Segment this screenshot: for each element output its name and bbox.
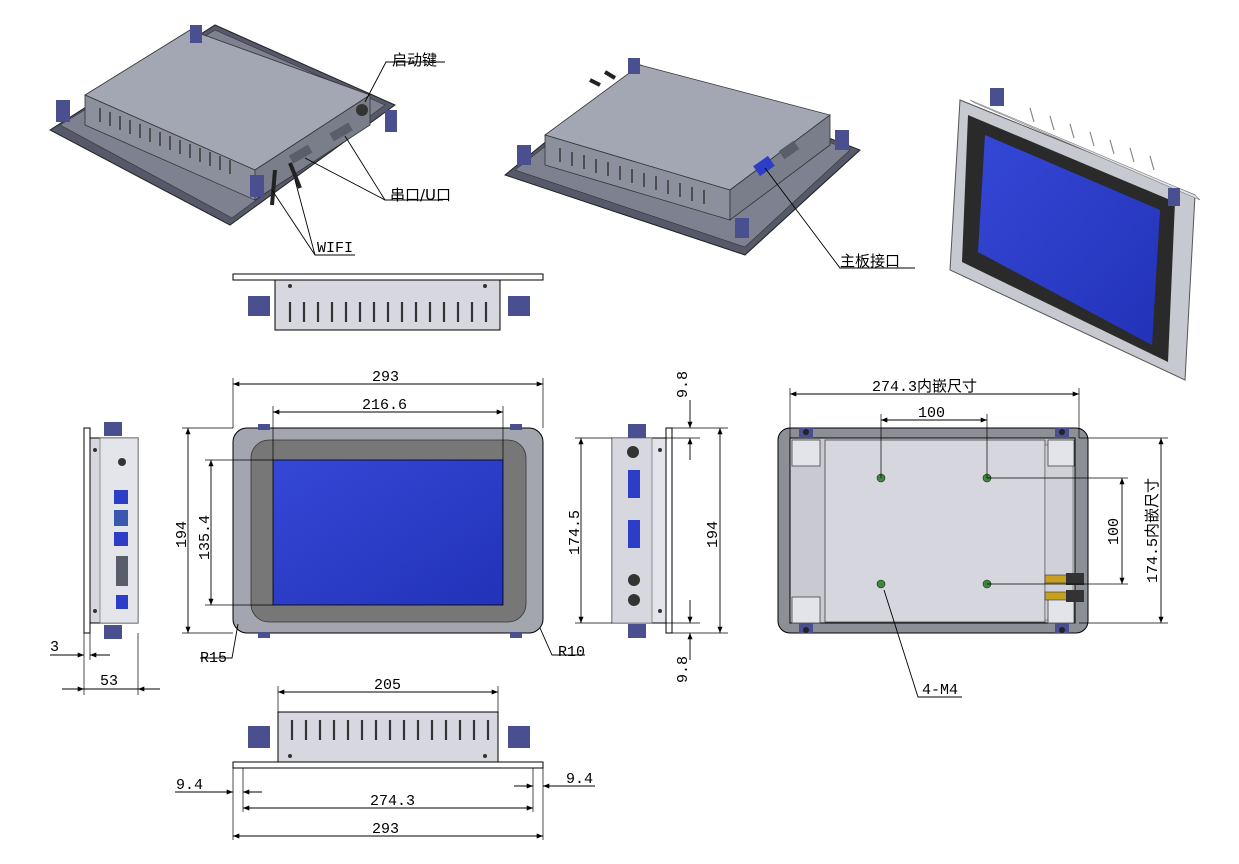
right-height-dim: 194 (705, 521, 722, 548)
front-view (232, 424, 544, 638)
right-side-view (611, 424, 673, 638)
right-offset-dim: 9.4 (566, 771, 593, 788)
left-offset-dim: 9.4 (176, 777, 203, 794)
hole-v-spacing-dim: 100 (1106, 518, 1123, 545)
radius-left-label: R15 (200, 650, 227, 667)
mount-holes-callout: 4-M4 (922, 682, 958, 699)
top-view (232, 273, 544, 331)
bottom-view (232, 711, 544, 769)
iso-view-rear-right (503, 58, 861, 256)
start-key-callout: 启动键 (392, 51, 437, 69)
bottom-gap-dim: 9.8 (675, 656, 692, 683)
cutout-width-dim: 274.3 (370, 793, 415, 810)
front-height-dim: 194 (174, 521, 191, 548)
serial-usb-callout: 串口/U口 (390, 186, 451, 204)
mainboard-callout: 主板接口 (840, 252, 900, 270)
back-view (777, 427, 1089, 634)
cutout-height-label: 174.5内嵌尺寸 (1144, 478, 1162, 583)
flange-dim: 3 (50, 639, 59, 656)
front-width-dim: 293 (372, 369, 399, 386)
hole-h-spacing-dim: 100 (918, 405, 945, 422)
radius-right-label: R10 (558, 644, 585, 661)
depth-dim: 53 (100, 673, 118, 690)
top-gap-dim: 9.8 (675, 371, 692, 398)
iso-view-front (949, 88, 1201, 381)
inner-height-dim: 174.5 (567, 510, 584, 555)
total-width-dim: 293 (372, 821, 399, 838)
screen-height-dim: 135.4 (197, 515, 214, 560)
iso-view-rear-left (49, 24, 397, 226)
left-side-view (83, 422, 139, 639)
body-width-dim: 205 (374, 677, 401, 694)
cutout-width-label: 274.3内嵌尺寸 (872, 378, 977, 396)
wifi-callout: WIFI (317, 240, 353, 257)
screen-width-dim: 216.6 (362, 397, 407, 414)
